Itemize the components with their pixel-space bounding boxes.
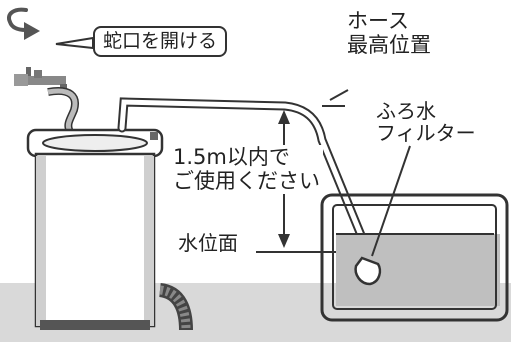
hose-highest-label: ホース 最高位置: [347, 9, 431, 57]
limit-line1: 1.5m以内で: [173, 145, 290, 169]
bathtub: [320, 193, 509, 322]
hose-top-leader: [329, 89, 349, 101]
drain-hose: [158, 283, 193, 331]
callout-pointer: [55, 36, 94, 50]
water-level-label: 水位面: [176, 231, 240, 255]
filter-label: ふろ水 フィルター: [376, 100, 476, 145]
filter-leader: [371, 145, 411, 257]
filter-line1: ふろ水: [376, 99, 436, 123]
filter-line2: フィルター: [376, 121, 476, 146]
height-limit-label: 1.5m以内で ご使用ください: [170, 145, 323, 195]
rotate-arrow-icon: [7, 7, 40, 40]
hose-highest-line2: 最高位置: [347, 32, 431, 57]
open-faucet-callout: 蛇口を開ける: [93, 26, 228, 58]
bath-filter: [354, 256, 382, 286]
limit-line2: ご使用ください: [173, 168, 320, 193]
hose-highest-line1: ホース: [347, 9, 409, 33]
bath-hose: [117, 97, 377, 267]
washing-machine: [26, 128, 164, 330]
